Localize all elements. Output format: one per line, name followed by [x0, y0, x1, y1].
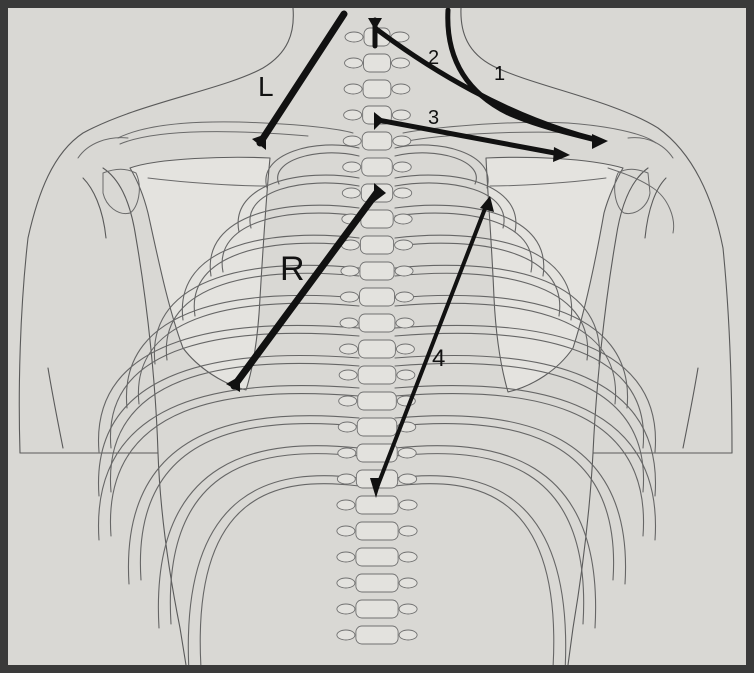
vertebra-process-right-8 [394, 214, 412, 224]
vertebra-9 [360, 236, 393, 254]
vertebra-process-right-18 [399, 474, 417, 484]
vertebra-process-right-22 [399, 578, 417, 588]
vertebra-process-left-1 [345, 32, 363, 42]
vertebra-process-left-16 [338, 422, 356, 432]
figure-plate: L R 1 2 3 4 [8, 8, 746, 665]
vertebra-process-left-19 [337, 500, 355, 510]
line-L-end-marker [252, 134, 266, 150]
vertebra-2 [364, 54, 391, 72]
vertebra-16 [357, 418, 397, 436]
vertebra-process-left-6 [343, 162, 361, 172]
vertebra-process-left-14 [339, 370, 357, 380]
rib-inner-right-10 [395, 424, 614, 580]
vertebra-process-left-21 [337, 552, 355, 562]
vertebra-21 [356, 548, 398, 566]
label-3: 3 [428, 107, 439, 129]
vertebra-process-left-23 [337, 604, 355, 614]
vertebra-process-right-6 [393, 162, 411, 172]
vertebra-process-left-20 [337, 526, 355, 536]
rib-inner-left-11 [170, 454, 359, 624]
rib-inner-left-9 [110, 394, 359, 536]
vertebra-14 [358, 366, 396, 384]
label-4: 4 [432, 345, 445, 372]
vertebra-19 [356, 496, 398, 514]
vertebra-process-right-4 [392, 110, 410, 120]
label-L: L [258, 71, 274, 102]
rib-inner-left-10 [140, 424, 359, 580]
label-2: 2 [428, 47, 439, 69]
vertebra-process-left-11 [341, 292, 359, 302]
vertebra-process-right-12 [396, 318, 414, 328]
vertebra-process-left-12 [340, 318, 358, 328]
vertebra-process-left-10 [341, 266, 359, 276]
label-1: 1 [494, 63, 505, 85]
vertebra-process-left-5 [343, 136, 361, 146]
vertebra-process-right-7 [394, 188, 412, 198]
line-1-arrowhead [592, 134, 608, 149]
rib-inner-right-9 [395, 394, 644, 536]
back-anatomy-drawing: L R 1 2 3 4 [8, 8, 746, 665]
vertebra-process-right-21 [399, 552, 417, 562]
rib-left-11 [158, 446, 359, 628]
vertebra-process-left-13 [340, 344, 358, 354]
vertebra-process-left-3 [344, 84, 362, 94]
vertebra-22 [356, 574, 398, 592]
vertebra-process-left-18 [337, 474, 355, 484]
vertebra-20 [356, 522, 398, 540]
vertebra-process-left-4 [344, 110, 362, 120]
vertebra-process-right-23 [399, 604, 417, 614]
vertebra-process-right-2 [391, 58, 409, 68]
vertebra-process-left-2 [345, 58, 363, 68]
vertebra-process-right-13 [396, 344, 414, 354]
vertebra-6 [362, 158, 393, 176]
vertebra-process-right-17 [398, 448, 416, 458]
vertebra-3 [363, 80, 391, 98]
vertebra-process-right-5 [393, 136, 411, 146]
label-R: R [280, 250, 305, 288]
vertebra-12 [359, 314, 395, 332]
vertebra-process-right-10 [395, 266, 413, 276]
vertebra-process-left-15 [339, 396, 357, 406]
vertebra-24 [356, 626, 398, 644]
rib-inner-right-11 [395, 454, 584, 624]
vertebra-process-right-20 [399, 526, 417, 536]
line-1 [448, 10, 600, 141]
vertebra-process-left-17 [338, 448, 356, 458]
vertebra-process-right-3 [392, 84, 410, 94]
vertebra-15 [358, 392, 397, 410]
rib-inner-left-12 [200, 484, 359, 665]
right-scapula [486, 157, 623, 392]
vertebra-23 [356, 600, 398, 618]
vertebra-process-right-9 [395, 240, 413, 250]
rib-left-12 [188, 476, 359, 665]
vertebra-5 [362, 132, 392, 150]
vertebra-10 [360, 262, 394, 280]
vertebra-process-left-24 [337, 630, 355, 640]
vertebra-process-left-22 [337, 578, 355, 588]
rib-right-12 [395, 476, 566, 665]
vertebra-process-right-19 [399, 500, 417, 510]
vertebra-process-right-24 [399, 630, 417, 640]
rib-right-11 [395, 446, 596, 628]
vertebra-process-right-11 [396, 292, 414, 302]
vertebra-13 [359, 340, 396, 358]
rib-inner-right-12 [395, 484, 554, 665]
vertebra-process-right-14 [397, 370, 415, 380]
vertebra-process-left-7 [342, 188, 360, 198]
vertebra-11 [360, 288, 395, 306]
left-scapula [130, 157, 270, 390]
